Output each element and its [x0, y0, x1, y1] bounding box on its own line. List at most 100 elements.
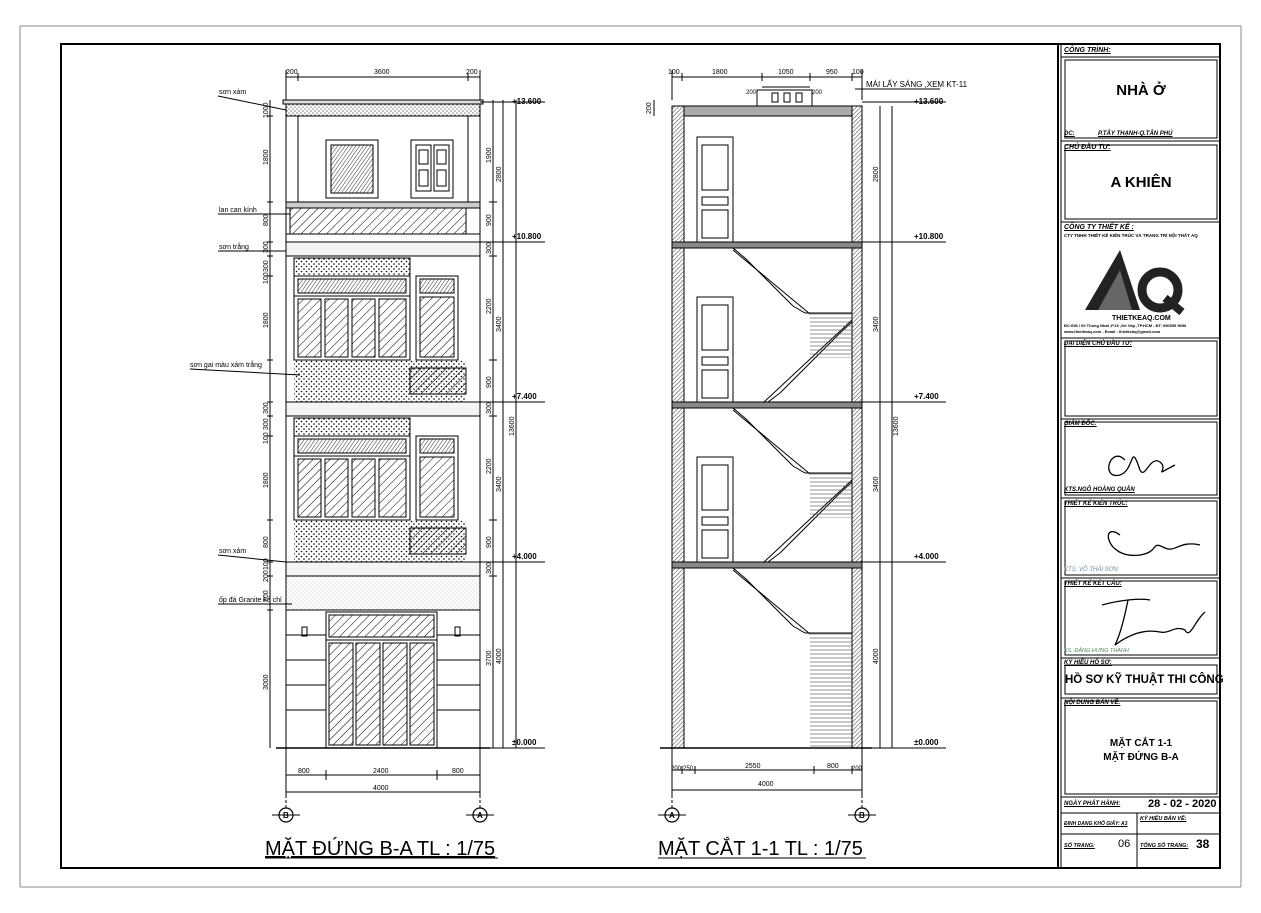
cty-label: CÔNG TY THIẾT KẾ :	[1064, 224, 1134, 231]
dim-right-outer-4: 4000	[496, 648, 503, 664]
sec-note-skylight: MÁI LẤY SÁNG ,XEM KT-11	[866, 79, 968, 89]
kho-giay-label: ĐỊNH DẠNG KHỔ GIẤY: A3	[1064, 821, 1128, 827]
section-title: MẶT CẮT 1-1 TL : 1/75	[658, 836, 863, 860]
dim-left-13: 200	[263, 570, 270, 582]
dim-left-16: 3000	[263, 674, 270, 690]
note-son-gai: sơn gai màu xám trắng	[190, 360, 262, 369]
tk-kc-name: KS. ĐẶNG HƯNG THANH	[1064, 648, 1129, 654]
signature-giam-doc	[1108, 455, 1176, 476]
level-13600: +13.600	[512, 97, 542, 106]
dim-left-7: 1800	[263, 312, 270, 328]
chu-dau-tu-label: CHỦ ĐẦU TƯ:	[1064, 144, 1111, 151]
sec-level-0000: ±0.000	[914, 738, 939, 747]
dim-right-inner-2: 900	[486, 214, 493, 226]
sec-dim-small-2: 200	[812, 90, 823, 96]
dim-right-inner-6: 300	[486, 402, 493, 414]
logo-letters: AQ	[1110, 0, 1111, 1]
cty-name: CTY TNHH THIẾT KẾ KIẾN TRÚC VÀ TRANG TRÍ…	[1064, 233, 1198, 238]
sec-level-4000: +4.000	[914, 552, 939, 561]
dim-bottom-mid: 2400	[373, 768, 389, 775]
ngay-value: 28 - 02 - 2020	[1148, 798, 1217, 810]
section-drawing	[653, 70, 946, 823]
dim-right-outer-2: 3400	[496, 316, 503, 332]
dc-value: P.TÂY THẠNH-Q.TÂN PHÚ	[1098, 131, 1173, 137]
so-trang-label: SỐ TRANG:	[1064, 843, 1095, 849]
company-web: www.thietkeaq.com - Email : thietkeaq@gm…	[1064, 329, 1161, 334]
grid-bubble-left: B	[283, 811, 289, 820]
ky-hieu-label: KÝ HIỆU HỒ SƠ:	[1064, 660, 1112, 666]
sec-dim-right-3: 3400	[873, 476, 880, 492]
dai-dien-label: ĐẠI DIỆN CHỦ ĐẦU TƯ:	[1064, 341, 1132, 347]
giam-doc-name: KTS.NGÔ HOÀNG QUÂN	[1064, 487, 1135, 493]
note-op-da: ốp đá Granite kẻ chỉ	[219, 595, 282, 604]
dim-top-right: 200	[466, 69, 478, 76]
sec-dim-bottom-2: 250	[683, 766, 694, 772]
sec-level-13600: +13.600	[914, 97, 944, 106]
elevation-title: MẶT ĐỨNG B-A TL : 1/75	[265, 837, 495, 860]
level-7400: +7.400	[512, 392, 537, 401]
dim-right-inner-1: 1900	[486, 147, 493, 163]
ngay-label: NGÀY PHÁT HÀNH:	[1064, 801, 1121, 807]
dim-left-3: 800	[263, 214, 270, 226]
dim-right-inner-9: 300	[486, 562, 493, 574]
note-son-xam-low: sơn xám	[219, 548, 246, 555]
dim-bottom-left: 800	[298, 768, 310, 775]
tk-kt-label: THIẾT KẾ KIẾN TRÚC:	[1064, 501, 1128, 507]
signature-tk-kt	[1107, 531, 1201, 556]
dim-top-left: 200	[286, 69, 298, 76]
sec-dim-top-2: 1800	[712, 69, 728, 76]
sec-dim-top-5: 100	[852, 69, 864, 76]
note-lan-can: lan can kính	[219, 207, 257, 214]
tong-so-label: TỔNG SỐ TRANG:	[1140, 843, 1189, 849]
dim-right-inner-3: 300	[486, 242, 493, 254]
dim-left-2: 1800	[263, 149, 270, 165]
dim-left-9: 100	[263, 432, 270, 444]
sec-dim-right-4: 4000	[873, 648, 880, 664]
so-trang-value: 06	[1118, 838, 1131, 850]
sec-dim-left: 200	[646, 102, 653, 114]
level-4000: +4.000	[512, 552, 537, 561]
dim-left-6: 300	[263, 260, 270, 272]
titleblock-frame	[1061, 56, 1220, 868]
logo-site-text: THIETKEAQ.COM	[1112, 315, 1171, 322]
company-logo: THIETKEAQ.COM	[1085, 250, 1185, 322]
sec-dim-bottom-3: 2550	[745, 763, 761, 770]
sec-grid-right: B	[859, 811, 865, 820]
noi-dung-label: NỘI DUNG BẢN VẼ:	[1064, 700, 1121, 706]
dim-right-inner-7: 2200	[486, 458, 493, 474]
sec-dim-overall: 13600	[893, 416, 900, 436]
cong-trinh-value: NHÀ Ở	[1116, 82, 1166, 99]
signatures	[1101, 455, 1206, 646]
cong-trinh-label: CÔNG TRÌNH:	[1064, 47, 1111, 54]
dim-total: 4000	[373, 785, 389, 792]
dim-bottom-right: 800	[452, 768, 464, 775]
sec-dim-right-1: 2800	[873, 166, 880, 182]
chu-dau-tu-value: A KHIÊN	[1110, 174, 1172, 191]
dim-left-14: 100	[263, 558, 270, 570]
sec-dim-bottom-5: 200	[852, 766, 863, 772]
level-10800: +10.800	[512, 232, 542, 241]
level-0000: ±0.000	[512, 738, 537, 747]
signature-tk-kc	[1101, 598, 1206, 646]
dim-left-12: 800	[263, 536, 270, 548]
dim-right-inner-10: 3700	[486, 650, 493, 666]
drawing-frame	[60, 43, 1221, 869]
giam-doc-label: GIÁM ĐỐC:	[1064, 421, 1097, 427]
note-son-xam-top: sơn xám	[219, 89, 246, 96]
dim-right-outer-3: 3400	[496, 476, 503, 492]
dim-left-8: 300	[263, 402, 270, 414]
tong-so-value: 38	[1196, 837, 1210, 851]
noi-dung-line-2: MẶT ĐỨNG B-A	[1103, 752, 1179, 763]
sec-dim-top-1: 100	[668, 69, 680, 76]
section-labels: 100 1800 1050 950 100 200 200 MÁI LẤY SÁ…	[646, 69, 968, 860]
company-address: ĐC:656 / 60 Thống Nhất ,P.16 ,Gò Vấp ,TP…	[1064, 323, 1187, 328]
tk-kc-label: THIẾT KẾ KẾT CẤU:	[1064, 581, 1122, 587]
dc-label: ĐC:	[1064, 131, 1075, 137]
sec-dim-bottom-4: 800	[827, 763, 839, 770]
sec-dim-top-3: 1050	[778, 69, 794, 76]
dim-top-mid: 3600	[374, 69, 390, 76]
dim-right-inner-4: 2200	[486, 298, 493, 314]
sec-dim-top-4: 950	[826, 69, 838, 76]
dim-right-inner-8: 900	[486, 536, 493, 548]
